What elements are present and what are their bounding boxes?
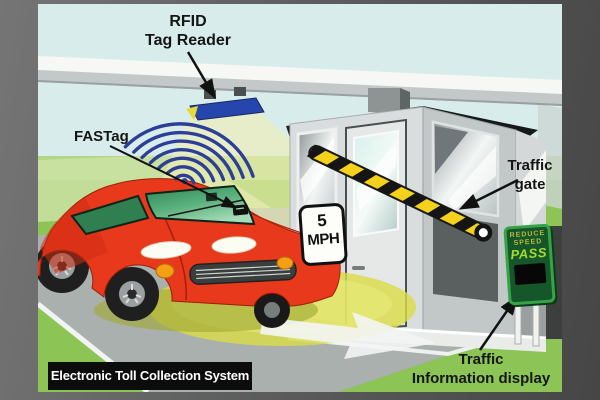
fastag-label: FASTag [74,128,129,145]
door-handle [352,266,365,270]
car-side-window [70,194,150,236]
overhead-beam [38,56,562,106]
car-wheel-front-left [105,267,159,321]
rfid-arrow [186,51,216,100]
road-direction-arrow [260,312,436,359]
speed-limit-unit: MPH [306,229,340,250]
rfid-label-line1: RFID [169,13,207,30]
fog-light-right [276,256,294,270]
car-windshield [144,184,256,226]
illustration-canvas: RFID Tag Reader FASTag Traffic gate Traf… [38,4,562,392]
traffic-gate-barrier [306,144,493,242]
info-label-line1: Traffic [458,351,504,368]
traffic-gate-label: Traffic gate [496,156,562,194]
speed-limit-sign: 5 MPH [297,202,349,267]
car-grille [189,258,297,286]
gate-label-line1: Traffic [507,157,553,174]
display-screen [514,262,547,286]
fog-light-left [155,263,175,279]
info-label-line2: Information display [411,370,551,387]
info-arrow [478,294,519,351]
fastag-arrow [109,145,238,209]
annotation-arrows [109,51,519,351]
title-badge: Electronic Toll Collection System [48,362,252,390]
rfid-label-line2: Tag Reader [145,32,231,49]
headlight-right [211,236,257,254]
toll-scene-drawing [38,4,562,392]
rfid-tag-reader-label: RFID Tag Reader [123,12,253,50]
gate-arrow [458,178,519,210]
car-wheel-front-right [254,292,290,328]
traffic-information-display-label: Traffic Information display [398,350,562,388]
car [38,178,341,328]
traffic-information-display: REDUCE SPEED PASS [503,223,556,306]
gate-label-line2: gate [514,176,546,193]
display-line3: PASS [510,244,548,263]
headlight-left [140,241,192,259]
